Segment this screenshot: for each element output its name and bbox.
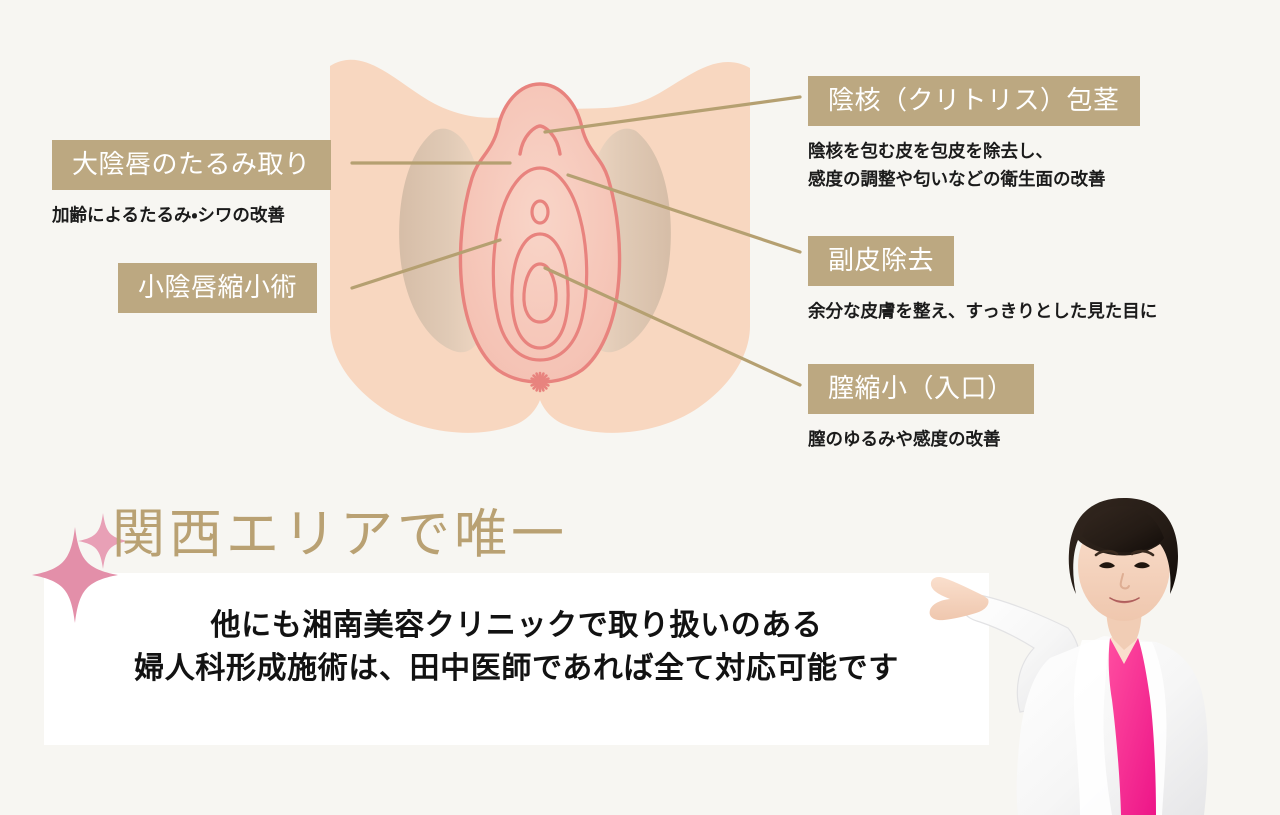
doctor-scrubs (1108, 638, 1156, 815)
callout-desc-accessory-fold-removal: 余分な皮膚を整え、すっきりとした見た目に (808, 301, 1158, 321)
doctor-eye-right (1134, 562, 1150, 569)
sparkle-large-icon (32, 527, 118, 623)
callout-accessory-fold-removal[interactable]: 副皮除去 余分な皮膚を整え、すっきりとした見た目に (808, 236, 1157, 325)
callout-labia-majora-lift[interactable]: 大陰唇のたるみ取り 加齢によるたるみ・シワの改善 (52, 140, 331, 229)
callout-clitoral-hood-phimosis[interactable]: 陰核（クリトリス）包茎 陰核を包む皮を包皮を除去し、 感度の調整や匂いなどの衛生… (808, 76, 1140, 194)
summary-line-1: 他にも湘南美容クリニックで取り扱いのある (210, 609, 823, 642)
callout-desc-clitoral-hood-phimosis: 陰核を包む皮を包皮を除去し、 感度の調整や匂いなどの衛生面の改善 (808, 137, 1140, 194)
anus-asterisk-icon (529, 371, 551, 393)
doctor-hand (929, 576, 989, 621)
doctor-hair-fringe (1082, 506, 1164, 553)
callout-desc-line: 感度の調整や匂いなどの衛生面の改善 (808, 169, 1106, 190)
callout-chip-labia-minora-reduction[interactable]: 小陰唇縮小術 (118, 263, 318, 313)
doctor-lapel-left (1074, 640, 1112, 815)
callout-vaginal-tightening[interactable]: 膣縮小（入口） 膣のゆるみや感度の改善 (808, 364, 1034, 453)
callout-desc-vaginal-tightening: 膣のゆるみや感度の改善 (808, 429, 1001, 449)
callout-chip-vaginal-tightening[interactable]: 膣縮小（入口） (808, 364, 1034, 414)
sparkle-small-icon (78, 513, 128, 569)
callout-chip-labia-majora-lift[interactable]: 大陰唇のたるみ取り (52, 140, 331, 190)
anatomy-diagram (330, 26, 750, 452)
summary-card: 他にも湘南美容クリニックで取り扱いのある 婦人科形成施術は、田中医師であれば全て… (44, 573, 989, 745)
urethral-opening (530, 199, 550, 225)
doctor-brow-left (1094, 549, 1119, 557)
doctor-nose (1119, 573, 1130, 590)
doctor-photo (868, 450, 1280, 815)
callout-labia-minora-reduction[interactable]: 小陰唇縮小術 (118, 263, 318, 313)
doctor-eye-left (1099, 562, 1115, 569)
callout-desc-labia-majora-lift: 加齢によるたるみ・シワの改善 (52, 205, 285, 225)
summary-line-2: 婦人科形成施術は、田中医師であれば全て対応可能です (134, 651, 899, 685)
doctor-mouth (1110, 598, 1139, 604)
callout-chip-clitoral-hood-phimosis[interactable]: 陰核（クリトリス）包茎 (808, 76, 1140, 126)
callout-chip-accessory-fold-removal[interactable]: 副皮除去 (808, 236, 955, 286)
clitoral-hood-line (518, 124, 562, 156)
page-headline: 関西エリアで唯一 (112, 506, 568, 564)
callout-desc-line: 陰核を包む皮を包皮を除去し、 (808, 141, 1053, 161)
doctor-brow-right (1130, 549, 1155, 557)
doctor-mouth-line (1109, 597, 1140, 603)
